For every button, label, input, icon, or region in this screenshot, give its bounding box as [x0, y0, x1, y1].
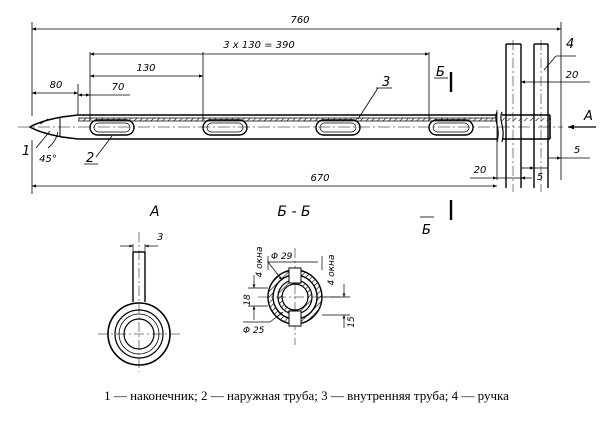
dim-18: 18 [243, 294, 253, 306]
dim-15: 15 [347, 316, 357, 328]
dim-20-top: 20 [566, 70, 579, 81]
dim-70: 70 [112, 82, 125, 93]
dim-20-bottom: 20 [474, 165, 487, 176]
dim-phi25: Φ 25 [243, 326, 265, 336]
dim-phi29: Φ 29 [271, 252, 293, 262]
okna-left-label: 4 окна [255, 247, 265, 278]
window-slot [428, 119, 474, 136]
tip [28, 114, 79, 140]
window-slot [202, 119, 248, 136]
section-view [243, 248, 350, 345]
view-a-title: A [149, 204, 160, 220]
window-slot [315, 119, 361, 136]
dim-pitch: 3 x 130 = 390 [223, 40, 295, 51]
view-a-arrow-label: A [583, 109, 593, 124]
label-item-2: 2 [86, 151, 94, 166]
dim-670: 670 [310, 173, 329, 184]
cut-mark-bottom: Б [422, 223, 431, 238]
windows [89, 119, 474, 136]
dim-5-mid: 5 [537, 172, 543, 183]
label-item-4: 4 [566, 37, 574, 52]
dim-45: 45° [39, 154, 57, 165]
cut-mark-top: Б [436, 65, 445, 80]
okna-right-label: 4 окна [327, 255, 337, 286]
figure-caption: 1 — наконечник; 2 — наружная труба; 3 — … [104, 388, 509, 403]
handle [505, 40, 549, 192]
dim-5-right: 5 [574, 145, 580, 156]
dim-130: 130 [136, 63, 155, 74]
dimension-lines [31, 22, 596, 220]
label-item-1: 1 [22, 144, 30, 159]
dim-80: 80 [50, 80, 63, 91]
label-item-3: 3 [382, 75, 390, 90]
window-slot [89, 119, 135, 136]
dim-3: 3 [157, 232, 163, 243]
view-a [98, 232, 180, 372]
section-title: Б - Б [277, 204, 310, 220]
dim-760: 760 [290, 15, 309, 26]
outer-tube [78, 111, 551, 143]
